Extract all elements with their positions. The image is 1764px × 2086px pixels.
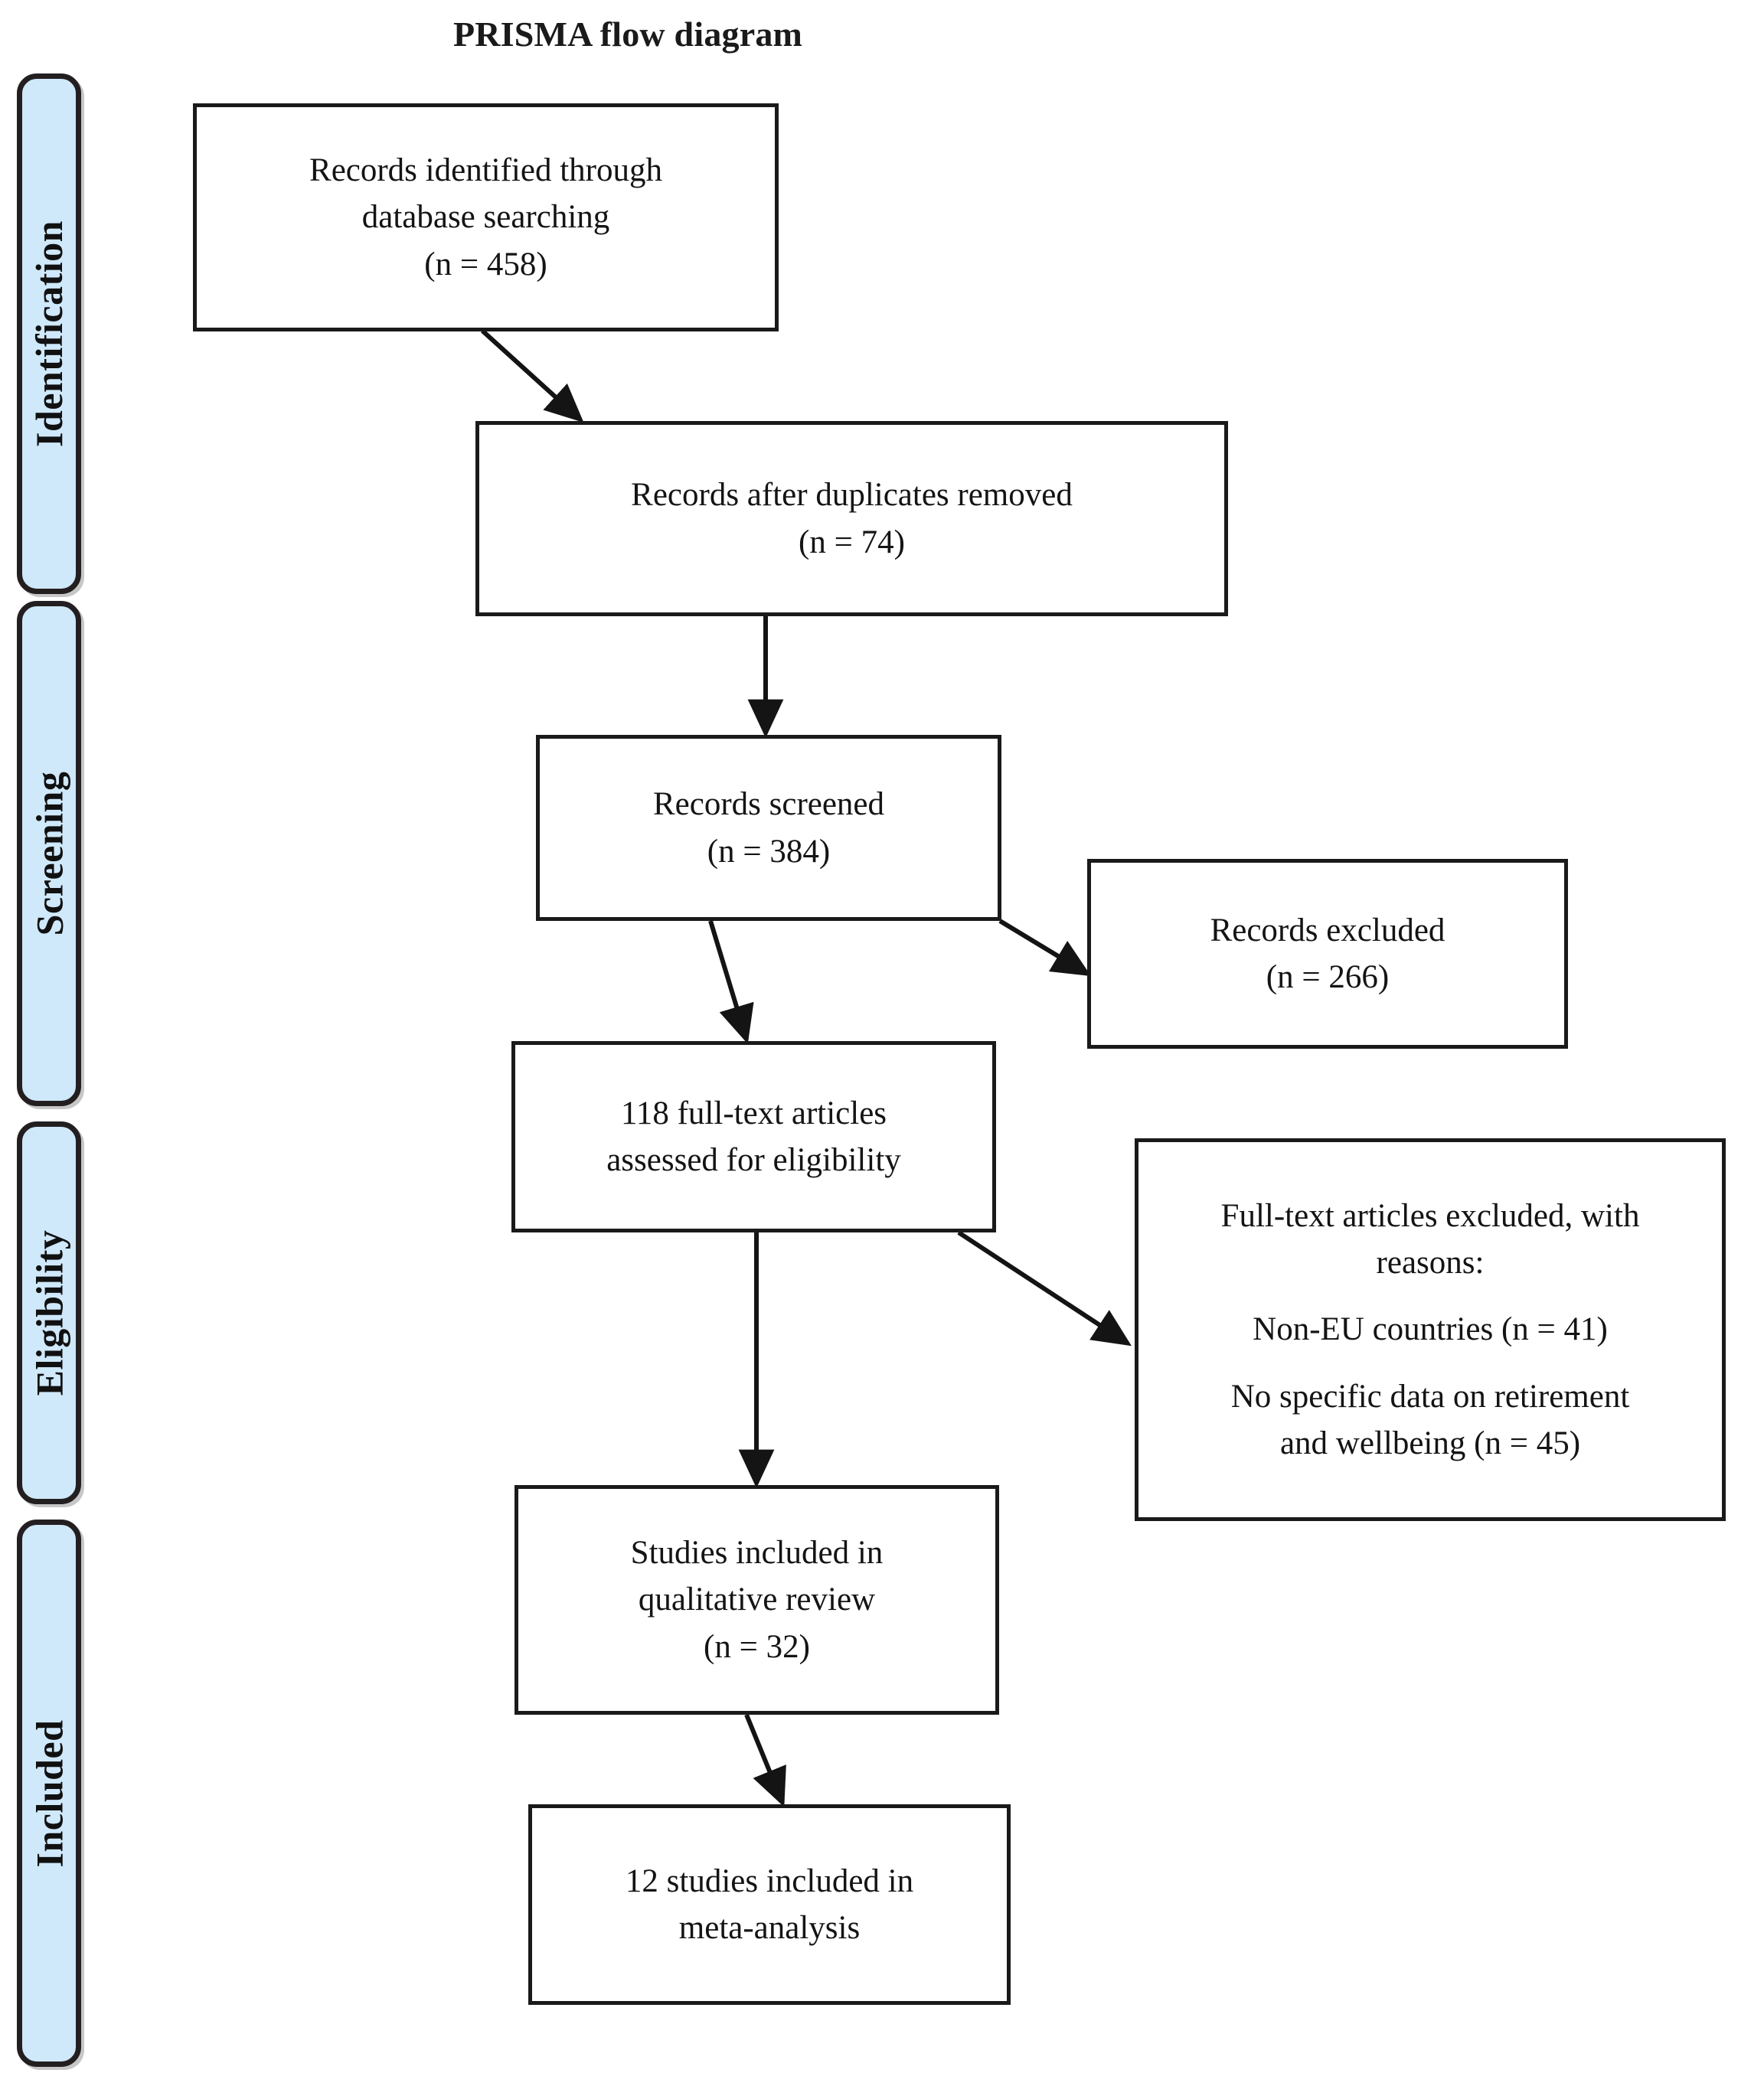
box-records-identified-line2: database searching [361,199,610,236]
box-records-screened: Records screened (n = 384) [536,735,1001,921]
box-qualitative-review-line3: (n = 32) [704,1628,810,1665]
stage-label-included: Included [17,1520,81,2067]
box-records-screened-line1: Records screened [652,786,885,823]
box-meta-analysis-line2: meta-analysis [678,1910,861,1946]
box-fulltext-assessed: 118 full-text articles assessed for elig… [511,1041,996,1232]
box-qualitative-review: Studies included in qualitative review (… [514,1485,999,1715]
box-fulltext-excluded-line3: Non-EU countries (n = 41) [1253,1311,1608,1348]
arrow-identified-to-duplicates [480,328,584,423]
box-qualitative-review-line2: qualitative review [638,1582,876,1618]
box-fulltext-assessed-line1: 118 full-text articles [620,1095,887,1131]
arrow-fulltext-to-fulltext-excluded [957,1230,1132,1347]
stage-label-screening: Screening [17,601,81,1106]
box-fulltext-excluded: Full-text articles excluded, with reason… [1135,1138,1726,1521]
box-records-excluded: Records excluded (n = 266) [1087,859,1568,1049]
box-fulltext-excluded-line2: reasons: [1376,1245,1485,1281]
box-meta-analysis-line1: 12 studies included in [625,1862,914,1899]
page-title: PRISMA flow diagram [452,15,803,54]
arrow-screened-to-records-excluded [998,919,1092,977]
arrow-screened-to-fulltext [708,920,754,1044]
box-records-identified: Records identified through database sear… [193,103,779,331]
box-records-identified-line1: Records identified through [309,152,662,189]
box-fulltext-excluded-line4: No specific data on retirement [1230,1378,1630,1415]
box-records-excluded-line1: Records excluded [1210,912,1446,948]
stage-label-identification: Identification [17,73,81,594]
arrow-qualitative-to-meta [744,1713,786,1807]
box-fulltext-excluded-line1: Full-text articles excluded, with [1220,1198,1640,1235]
box-qualitative-review-line1: Studies included in [630,1535,884,1572]
box-records-after-duplicates-line2: (n = 74) [799,524,905,560]
box-records-excluded-line2: (n = 266) [1266,959,1390,995]
box-fulltext-assessed-line2: assessed for eligibility [606,1142,901,1178]
box-records-after-duplicates-line1: Records after duplicates removed [631,477,1073,514]
box-meta-analysis: 12 studies included in meta-analysis [528,1804,1011,2005]
box-records-after-duplicates: Records after duplicates removed (n = 74… [475,421,1228,616]
stage-label-eligibility: Eligibility [17,1121,81,1504]
box-records-identified-line3: (n = 458) [424,246,547,282]
box-fulltext-excluded-line5: and wellbeing (n = 45) [1279,1425,1581,1461]
box-records-screened-line2: (n = 384) [707,833,831,870]
